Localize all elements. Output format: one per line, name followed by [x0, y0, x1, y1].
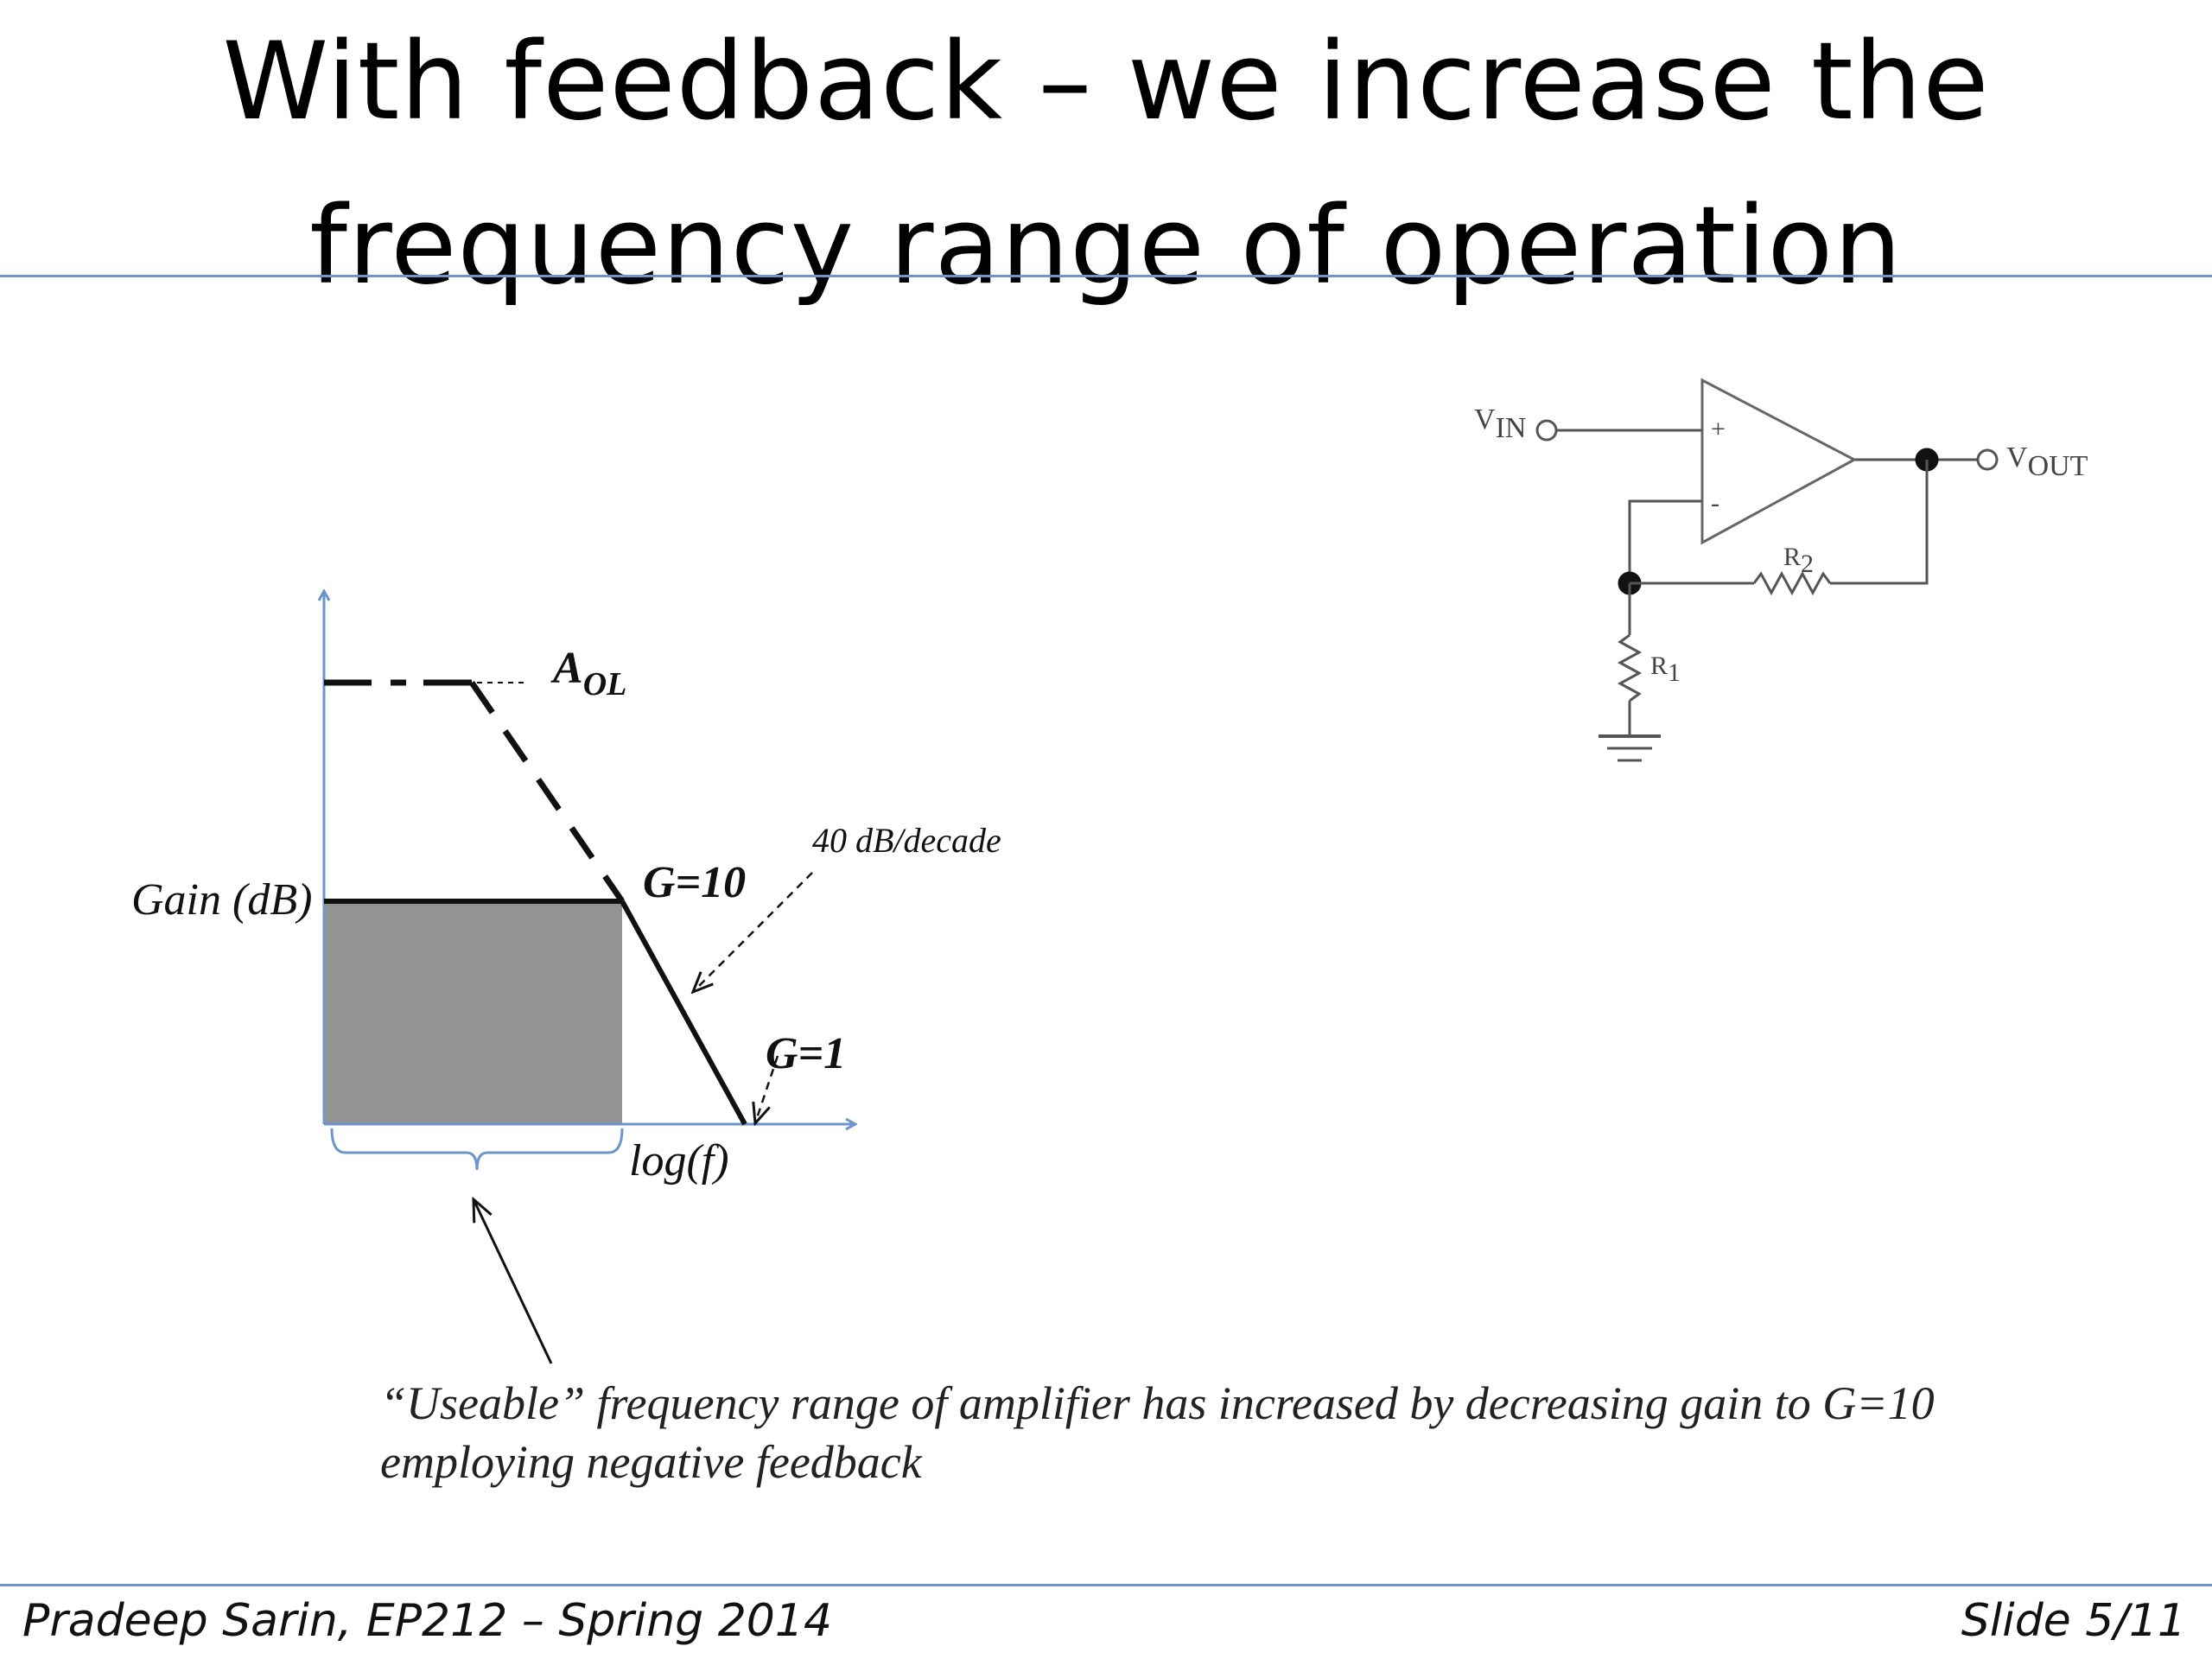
- opamp-symbol: [1700, 378, 1858, 545]
- r1-label: R1: [1650, 652, 1681, 687]
- slide-title: With feedback – we increase the frequenc…: [0, 0, 2212, 328]
- slope-arrow: [693, 872, 813, 992]
- slide-number: Slide 5/11: [1961, 1595, 2186, 1647]
- gain-axis-label: Gain (dB): [131, 875, 312, 925]
- caption-line-1: “Useable” frequency range of amplifier h…: [380, 1377, 1935, 1429]
- title-line-1: With feedback – we increase the: [222, 20, 1990, 144]
- r1-resistor: [1617, 633, 1643, 702]
- bode-plot: AOL Gain (dB) G=10 40 dB/decade G=1 log(…: [131, 591, 1001, 1364]
- footer-author: Pradeep Sarin, EP212 – Spring 2014: [22, 1595, 833, 1647]
- title-line-2: frequency range of operation: [309, 184, 1903, 308]
- inverting-wire: [1628, 499, 1702, 583]
- r2-resistor: [1752, 570, 1832, 596]
- r2-wire-right: [1830, 460, 1929, 585]
- r2-label: R2: [1783, 543, 1814, 578]
- vout-label: VOUT: [2006, 442, 2088, 482]
- circuit-labels: VIN VOUT + - R2 R1: [1474, 404, 2088, 687]
- vout-terminal: [1976, 448, 1999, 471]
- x-axis-label: log(f): [629, 1136, 729, 1185]
- title-divider: [0, 275, 2212, 277]
- figure-caption: “Useable” frequency range of amplifier h…: [380, 1374, 2108, 1491]
- g1-arrow: [755, 1055, 779, 1123]
- closed-loop-rolloff: [620, 899, 747, 1126]
- g1-label: G=1: [766, 1029, 846, 1078]
- minus-input-label: -: [1711, 489, 1719, 518]
- slope-label: 40 dB/decade: [812, 821, 1001, 860]
- usable-band: [324, 901, 622, 1124]
- open-loop-rolloff: [469, 681, 625, 903]
- vin-label: VIN: [1474, 404, 1526, 444]
- caption-arrow: [474, 1199, 553, 1364]
- band-brace: [330, 1128, 624, 1171]
- aol-label: AOL: [550, 644, 626, 702]
- vin-terminal: [1535, 419, 1558, 442]
- amplifier-circuit: [1535, 378, 1999, 762]
- plus-input-label: +: [1711, 415, 1726, 443]
- caption-line-2: employing negative feedback: [380, 1436, 922, 1488]
- g10-label: G=10: [643, 858, 746, 907]
- footer-divider: [0, 1584, 2212, 1586]
